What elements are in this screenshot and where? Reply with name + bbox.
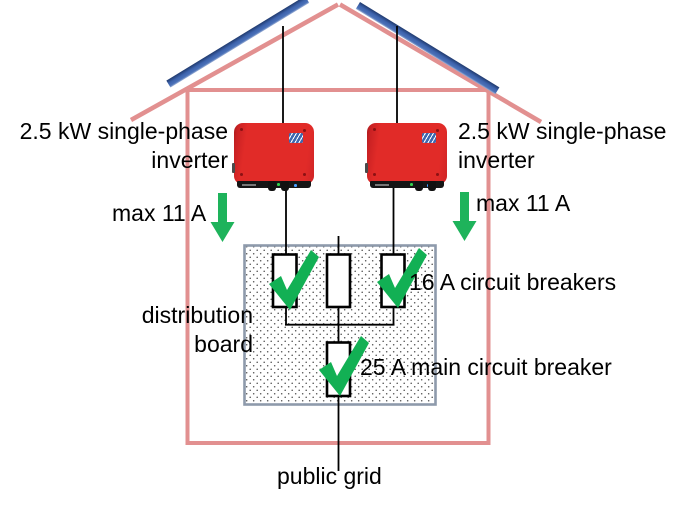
approval-checks — [269, 248, 427, 396]
down-arrow-icon-left — [210, 193, 235, 242]
inverter-status-leds — [410, 183, 413, 186]
check-icon-right-breaker — [377, 248, 427, 308]
inverter-connector — [428, 181, 436, 191]
branch-breakers-label: 16 A circuit breakers — [409, 269, 617, 295]
right-max-current-label: max 11 A — [476, 190, 571, 216]
left-inverter-label-line1: 2.5 kW single-phase — [19, 118, 228, 144]
inverter-side-tab — [232, 163, 235, 173]
distribution-board-label-line1: distribution — [141, 302, 253, 328]
left-inverter-label: 2.5 kW single-phase inverter — [20, 117, 228, 175]
left-inverter-label-line2: inverter — [151, 147, 228, 173]
current-flow-arrows — [210, 192, 477, 242]
left-max-current-label: max 11 A — [112, 200, 207, 226]
sma-logo — [422, 133, 436, 143]
roof-left-line — [129, 2, 340, 122]
sma-logo — [289, 133, 303, 143]
inverter-body — [232, 123, 314, 188]
inverter-model-text — [242, 183, 256, 186]
check-icon-left-breaker — [269, 250, 319, 310]
public-grid-label: public grid — [277, 463, 382, 489]
left-solar-panel — [166, 0, 310, 88]
inverter-body — [365, 123, 447, 188]
middle-16a-breaker — [325, 253, 352, 309]
inverter-connector — [281, 181, 289, 191]
inverter-bottom-strip — [370, 181, 444, 188]
distribution-board-label: distribution board — [142, 301, 253, 359]
roof-right-line — [338, 2, 543, 124]
right-inverter-label-line2: inverter — [458, 147, 535, 173]
right-inverter-label: 2.5 kW single-phase inverter — [458, 117, 666, 175]
wiring — [282, 26, 398, 471]
right-solar-panel — [355, 2, 500, 95]
inverter-connector — [415, 181, 423, 191]
inverter-model-text — [375, 183, 389, 186]
inverter-screws — [373, 128, 376, 131]
left-inverter — [232, 123, 314, 191]
inverter-status-leds — [277, 183, 280, 186]
right-inverter-label-line1: 2.5 kW single-phase — [458, 118, 667, 144]
inverter-screws — [240, 128, 243, 131]
inverter-connector — [268, 181, 276, 191]
down-arrow-icon-right — [452, 192, 477, 241]
distribution-board-label-line2: board — [194, 331, 253, 357]
inverter-side-tab — [365, 163, 368, 173]
check-icon-main-breaker — [319, 336, 369, 396]
right-inverter — [365, 123, 447, 191]
main-breaker-label: 25 A main circuit breaker — [360, 354, 612, 380]
